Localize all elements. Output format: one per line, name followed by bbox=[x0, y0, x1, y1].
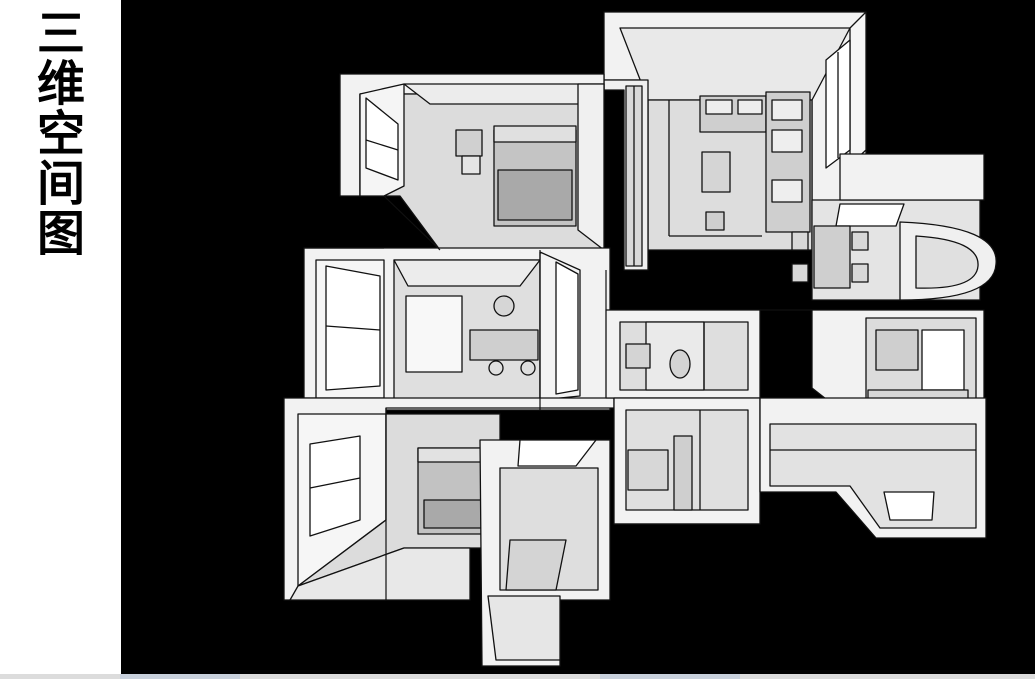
title-sidebar: 三维空间图 bbox=[0, 0, 121, 679]
shoe-cabinet bbox=[627, 449, 669, 491]
bedroom2-window bbox=[309, 435, 361, 537]
study-chair bbox=[493, 295, 515, 317]
bathroom-sink bbox=[625, 343, 651, 369]
toilet bbox=[669, 349, 691, 379]
chair bbox=[461, 155, 481, 175]
kitchen-counter bbox=[875, 329, 919, 371]
utility-room bbox=[759, 397, 987, 539]
bottom-status-strip bbox=[0, 674, 1035, 679]
tv-wall bbox=[603, 79, 649, 271]
kitchen bbox=[811, 309, 985, 425]
master-bedroom bbox=[339, 73, 605, 251]
kitchen-window bbox=[921, 329, 965, 391]
double-bed bbox=[493, 125, 577, 227]
dining-area bbox=[791, 153, 997, 301]
coffee-table bbox=[701, 151, 731, 193]
bathroom-mirror bbox=[517, 439, 597, 467]
floorplan-viewport bbox=[121, 0, 1035, 674]
dining-table bbox=[813, 225, 851, 289]
desk bbox=[455, 129, 483, 157]
slide-title: 三维空间图 bbox=[28, 8, 84, 258]
study-desk bbox=[469, 329, 539, 361]
floorplan-3d-render bbox=[283, 11, 997, 667]
sofa bbox=[699, 91, 811, 233]
bedroom-window bbox=[365, 97, 399, 181]
balcony-lower bbox=[479, 439, 611, 667]
bathroom bbox=[605, 309, 761, 399]
corridor bbox=[613, 397, 761, 525]
study-room bbox=[303, 247, 611, 411]
study-cabinet bbox=[405, 295, 463, 373]
side-stool bbox=[705, 211, 725, 231]
living-room bbox=[603, 11, 867, 251]
dining-chair bbox=[791, 231, 809, 251]
